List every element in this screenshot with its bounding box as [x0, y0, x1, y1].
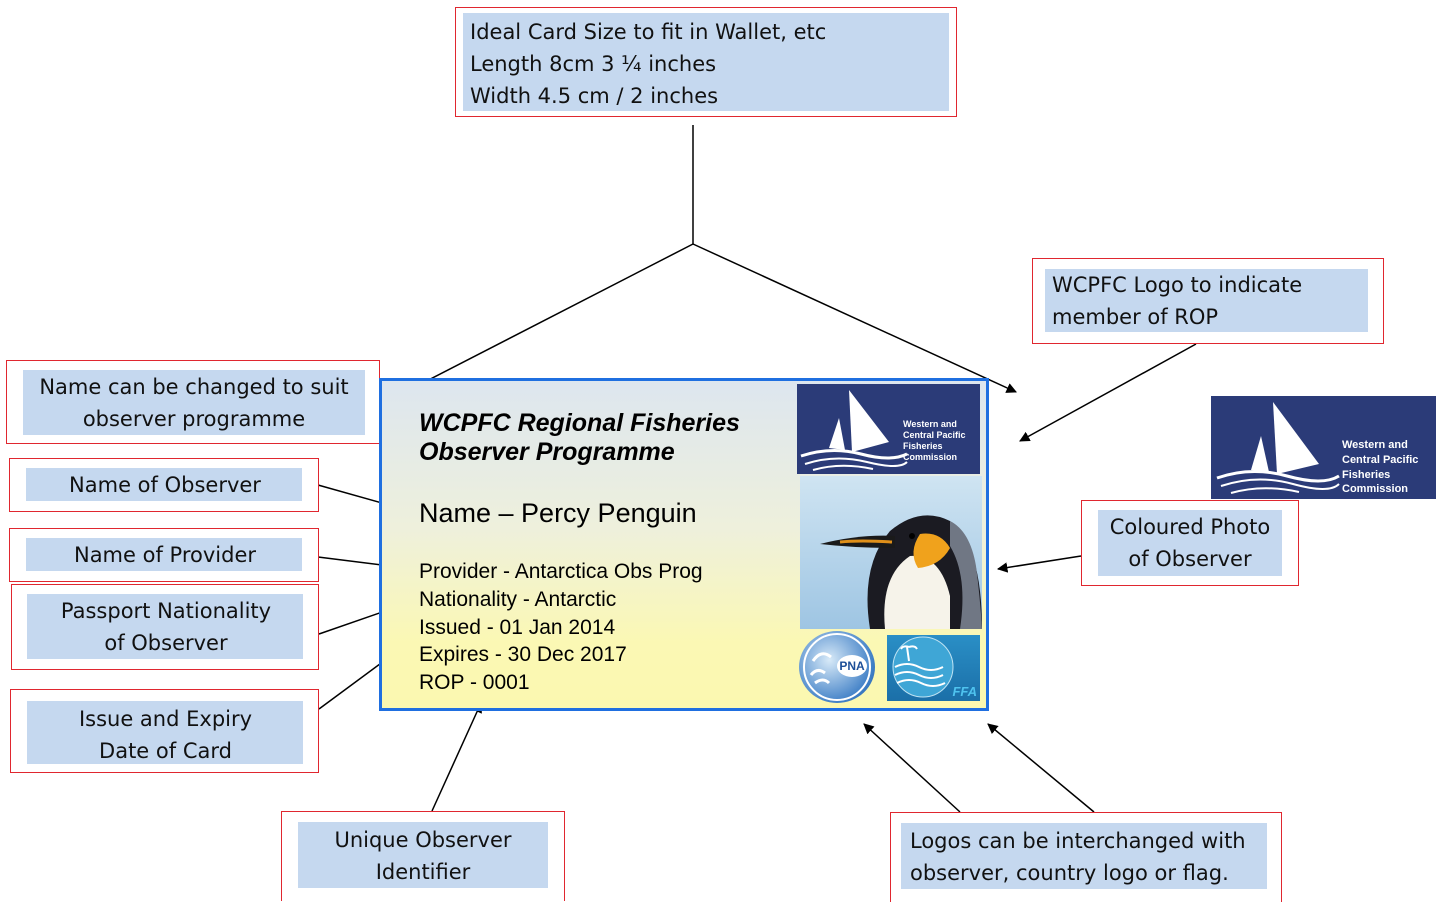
programme-name-line-2: observer programme — [82, 407, 306, 431]
ffa-logo: FFA — [887, 635, 980, 701]
card-observer-name: Name – Percy Penguin — [419, 498, 697, 528]
card-wcpfc-logo: Western and Central Pacific Fisheries Co… — [797, 384, 980, 474]
photo-line-2: of Observer — [1128, 547, 1252, 571]
card-nationality: Nationality - Antarctic — [419, 588, 617, 611]
nationality-callout: Passport Nationality of Observer — [11, 584, 319, 670]
penguin-icon — [820, 515, 982, 629]
wcpfc-standalone-line-4: Commission — [1342, 483, 1409, 495]
logos-callout: Logos can be interchanged with observer,… — [890, 812, 1282, 902]
observer-name-callout: Name of Observer — [9, 458, 319, 512]
logo-note-arrow — [1019, 343, 1197, 442]
ffa-wave-icon — [892, 636, 954, 698]
wcpfc-standalone-line-3: Fisheries — [1342, 469, 1391, 481]
photo-arrow — [996, 555, 1082, 573]
programme-name-line-1: Name can be changed to suit — [39, 375, 349, 399]
wcpfc-logo-standalone: Western and Central Pacific Fisheries Co… — [1211, 396, 1436, 499]
sailboat-icon — [1216, 402, 1340, 494]
logo-note-callout: WCPFC Logo to indicate member of ROP — [1032, 258, 1384, 344]
dates-callout: Issue and Expiry Date of Card — [10, 689, 319, 773]
wcpfc-standalone-line-1: Western and — [1342, 439, 1408, 451]
identifier-line-1: Unique Observer — [334, 828, 512, 852]
identifier-callout: Unique Observer Identifier — [281, 811, 565, 901]
logos-line-1: Logos can be interchanged with — [910, 829, 1246, 853]
pna-logo: PNA — [799, 631, 875, 703]
logo-note-line-2: member of ROP — [1052, 305, 1219, 329]
observer-photo — [800, 476, 982, 629]
card-wcpfc-line-4: Commission — [903, 452, 958, 462]
pna-emblem-icon — [803, 633, 871, 701]
identifier-line-2: Identifier — [375, 860, 471, 884]
photo-callout: Coloured Photo of Observer — [1081, 500, 1299, 586]
dates-line-2: Date of Card — [99, 739, 232, 763]
card-wcpfc-line-2: Central Pacific — [903, 430, 966, 440]
nationality-line-1: Passport Nationality — [60, 599, 272, 623]
card-wcpfc-line-3: Fisheries — [903, 441, 943, 451]
card-size-line-3: Width 4.5 cm / 2 inches — [470, 84, 719, 108]
card-provider: Provider - Antarctica Obs Prog — [419, 560, 703, 583]
provider-name-label: Name of Provider — [73, 543, 256, 567]
identifier-arrow — [431, 702, 482, 812]
logos-arrow-left — [863, 723, 961, 813]
card-wcpfc-line-1: Western and — [903, 419, 957, 429]
card-issued: Issued - 01 Jan 2014 — [419, 616, 616, 639]
nationality-line-2: of Observer — [104, 631, 228, 655]
logo-note-line-1: WCPFC Logo to indicate — [1052, 273, 1303, 297]
programme-name-callout: Name can be changed to suit observer pro… — [6, 360, 380, 444]
card-size-arrow-left — [410, 243, 694, 390]
card-size-line-1: Ideal Card Size to fit in Wallet, etc — [470, 20, 827, 44]
provider-name-callout: Name of Provider — [9, 528, 319, 582]
card-size-arrow-right — [692, 243, 1017, 393]
card-title-line-1: WCPFC Regional Fisheries — [419, 409, 740, 437]
logos-line-2: observer, country logo or flag. — [910, 861, 1229, 885]
pna-text: PNA — [837, 655, 867, 677]
logos-arrow-right — [987, 723, 1095, 813]
photo-line-1: Coloured Photo — [1109, 515, 1271, 539]
wcpfc-standalone-line-2: Central Pacific — [1342, 454, 1419, 466]
observer-id-card: WCPFC Regional Fisheries Observer Progra… — [379, 378, 989, 711]
card-expires: Expires - 30 Dec 2017 — [419, 643, 627, 666]
card-size-line-2: Length 8cm 3 ¼ inches — [470, 52, 717, 76]
card-size-callout: Ideal Card Size to fit in Wallet, etc Le… — [455, 7, 957, 117]
ffa-text: FFA — [952, 684, 977, 699]
card-sailboat-icon — [800, 390, 908, 471]
observer-name-label: Name of Observer — [69, 473, 261, 497]
card-title-line-2: Observer Programme — [419, 438, 675, 466]
card-rop-number: ROP - 0001 — [419, 671, 530, 694]
dates-line-1: Issue and Expiry — [78, 707, 253, 731]
